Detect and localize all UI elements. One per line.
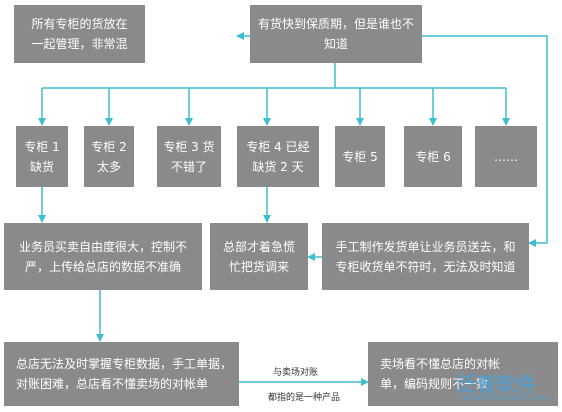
edge-label-bottom: 都指的是一种产品 [268,393,341,403]
edge-label-top: 与卖场对账 [273,368,319,378]
box-bottom-left: 总店无法及时掌握专柜数据，手工单据， 对账困难，总店看不懂卖场的对帐单 [4,342,239,406]
box-counter-5: 专柜 5 [335,126,385,187]
box-top-left: 所有专柜的货放在 一起管理，非常混 [14,5,145,63]
box-mid-center: 总部才着急慌 忙把货调来 [210,223,308,290]
right-loop [422,35,548,247]
box-counter-2: 专柜 2 太多 [84,126,134,187]
box-counter-1: 专柜 1 缺货 [16,126,68,187]
watermark-brand: 泛普软件 [456,372,536,396]
box-counter-4: 专柜 4 已经 缺货 2 天 [237,126,319,187]
box-bottom-right: 卖场看不懂总店的对帐 单，编码规则不一致 [368,342,558,406]
box-mid-left: 业务员买卖自由度很大，控制不 严，上传给总店的数据不准确 [4,223,202,290]
box-counter-3: 专柜 3 货 不错了 [157,126,221,187]
watermark-url: www.fanpusoft.com [462,393,551,403]
box-counter-more: …… [475,126,537,187]
box-top-center: 有货快到保质期，但是谁也不知道 [250,5,422,63]
box-counter-6: 专柜 6 [404,126,462,187]
box-mid-right: 手工制作发货单让业务员送去，和 专柜收货单不符时，无法及时知道 [322,223,529,290]
